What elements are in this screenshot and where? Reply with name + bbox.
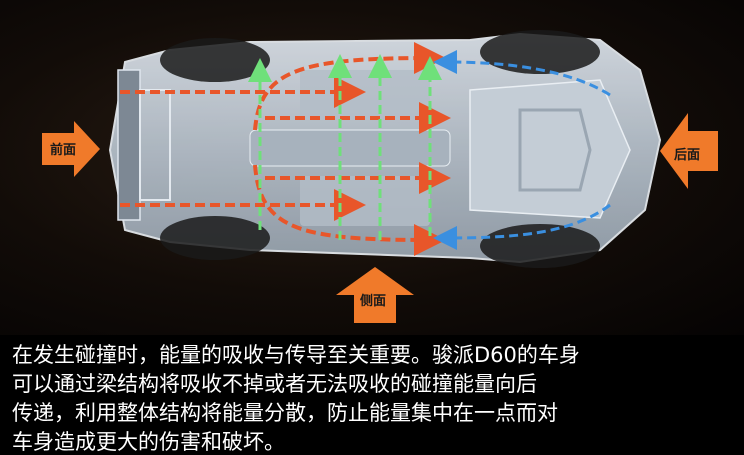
caption: 在发生碰撞时，能量的吸收与传导至关重要。骏派D60的车身 可以通过梁结构将吸收不…	[0, 335, 744, 455]
rear-label: 后面	[674, 144, 700, 163]
side-label: 侧面	[360, 290, 386, 309]
front-label: 前面	[50, 139, 76, 158]
chassis-body	[110, 30, 660, 268]
caption-line: 传递，利用整体结构将能量分散，防止能量集中在一点而对	[12, 399, 734, 428]
caption-line: 车身造成更大的伤害和破坏。	[12, 428, 734, 455]
chassis-diagram: 前面 后面 侧面	[0, 0, 744, 335]
caption-line: 在发生碰撞时，能量的吸收与传导至关重要。骏派D60的车身	[12, 341, 734, 370]
caption-line: 可以通过梁结构将吸收不掉或者无法吸收的碰撞能量向后	[12, 370, 734, 399]
